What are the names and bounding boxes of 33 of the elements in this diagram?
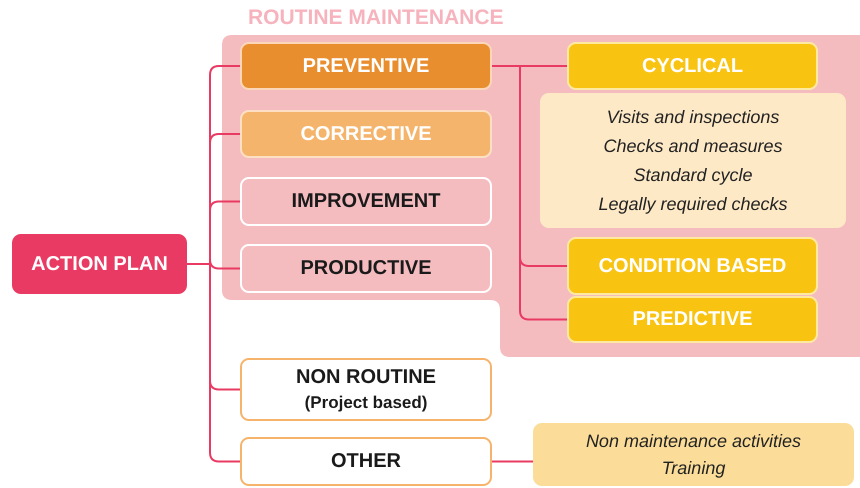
note-text: Visits and inspections — [606, 106, 780, 129]
connector-line — [492, 65, 567, 320]
box-label: NON ROUTINE — [296, 364, 436, 390]
box-label: CORRECTIVE — [300, 122, 432, 146]
box-label: CYCLICAL — [642, 54, 744, 78]
root-box — [12, 234, 187, 294]
box-label: IMPROVEMENT — [292, 189, 440, 214]
group-heading: ROUTINE MAINTENANCE — [248, 6, 504, 30]
note-text: Non maintenance activities — [586, 430, 802, 452]
box-label: (Project based) — [304, 392, 428, 414]
connector-line — [492, 460, 533, 462]
box-label: PREVENTIVE — [302, 54, 430, 78]
note-text: Standard cycle — [633, 164, 753, 187]
subcategory-box — [567, 237, 818, 295]
box-label: PRODUCTIVE — [300, 256, 432, 281]
note-text: Training — [662, 456, 726, 480]
subcategory-box — [567, 42, 818, 90]
category-box — [240, 244, 492, 293]
category-box — [240, 437, 492, 486]
category-box — [240, 358, 492, 421]
subcategory-box — [567, 296, 818, 343]
box-label: OTHER — [331, 449, 401, 474]
note-box — [533, 423, 854, 486]
box-label: CONDITION BASED — [598, 254, 786, 278]
note-text: Checks and measures — [603, 134, 783, 158]
box-label: ACTION PLAN — [31, 252, 168, 276]
box-label: PREDICTIVE — [632, 307, 753, 332]
category-box — [240, 42, 492, 90]
note-text: Legally required checks — [598, 192, 788, 216]
category-box — [240, 177, 492, 226]
category-box — [240, 110, 492, 158]
note-box — [540, 93, 846, 228]
group-band — [222, 6, 860, 357]
